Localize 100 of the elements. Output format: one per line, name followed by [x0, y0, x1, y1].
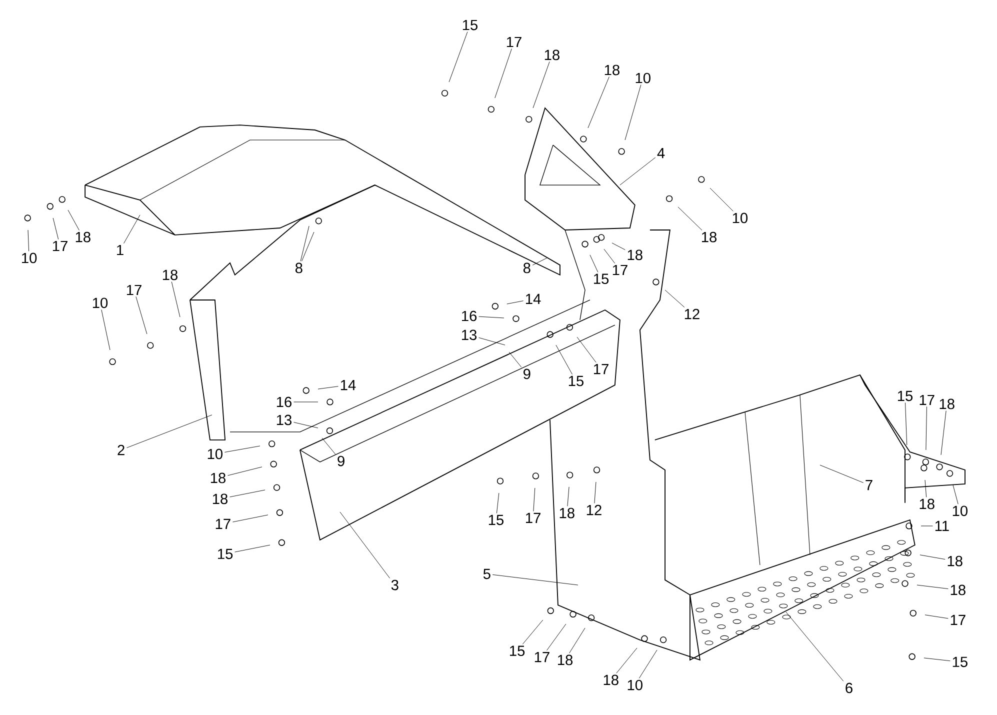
callout-number: 1 [117, 245, 124, 256]
callout-number: 17 [506, 37, 522, 48]
callout-number: 10 [732, 212, 748, 224]
leader-line [322, 438, 336, 455]
callout-number: 15 [218, 548, 233, 560]
leader-line [508, 352, 522, 368]
callout-number: 10 [952, 506, 968, 516]
callout-number: 3 [391, 580, 398, 590]
callout-number: 18 [702, 232, 717, 242]
leader-line [300, 226, 310, 262]
callout-number: 4 [657, 148, 665, 158]
leader-line [604, 248, 616, 264]
callout-number: 18 [948, 556, 962, 566]
leader-line [920, 554, 946, 560]
leader-line [924, 480, 927, 498]
callout-number: 18 [920, 498, 934, 510]
leader-line [786, 612, 844, 682]
callout-number: 2 [118, 444, 124, 456]
leader-line [556, 344, 572, 375]
callout-number: 14 [340, 380, 356, 390]
callout-number: 18 [210, 472, 226, 484]
leader-line [126, 414, 212, 448]
leader-line [232, 514, 268, 522]
callout-number: 18 [950, 584, 966, 596]
callout-number: 15 [462, 20, 478, 30]
leader-line [492, 574, 578, 586]
leader-line [448, 32, 468, 82]
leader-line [533, 488, 536, 512]
leader-line [318, 386, 338, 390]
leader-line [506, 300, 524, 304]
callout-number: 15 [952, 656, 968, 668]
callout-number: 16 [462, 310, 477, 322]
callout-number: 5 [483, 568, 490, 580]
callout-number: 18 [212, 494, 228, 504]
callout-number: 8 [523, 262, 530, 274]
leader-line [616, 648, 638, 674]
leader-line [224, 446, 260, 453]
leader-line [624, 84, 642, 140]
callout-number: 6 [846, 682, 852, 694]
leader-line [638, 650, 658, 679]
leader-line [940, 410, 946, 456]
leader-line [522, 620, 544, 644]
leader-line [302, 232, 314, 262]
leader-line [496, 492, 500, 514]
callout-number: 7 [866, 480, 872, 490]
leader-line [546, 624, 566, 651]
callout-number: 10 [92, 298, 108, 308]
callout-number: 18 [560, 508, 574, 518]
callout-number: 15 [568, 376, 584, 386]
callout-number: 10 [22, 252, 37, 264]
callout-number: 17 [612, 265, 628, 276]
leader-line [678, 206, 702, 231]
callout-number: 13 [462, 330, 477, 340]
leader-line [926, 406, 927, 450]
leader-line [230, 490, 266, 498]
leader-line [612, 242, 626, 250]
leader-line [924, 614, 948, 619]
leader-line [905, 402, 908, 446]
callout-number: 10 [208, 448, 222, 460]
callout-number: 12 [684, 308, 700, 320]
callout-number: 13 [276, 414, 292, 426]
leader-line [494, 48, 512, 98]
leader-line [569, 628, 586, 654]
leader-line [590, 254, 598, 272]
callout-number: 17 [52, 241, 68, 252]
callout-number: 15 [510, 646, 525, 656]
leader-line [478, 316, 504, 318]
callout-number: 18 [940, 398, 954, 410]
callout-number: 10 [628, 680, 642, 690]
leader-line [532, 258, 548, 266]
callout-number: 17 [950, 614, 966, 626]
callout-number: 15 [898, 390, 913, 402]
leader-line [340, 512, 390, 579]
leader-line [567, 486, 570, 507]
callout-number: 18 [544, 50, 560, 60]
leader-line [101, 310, 110, 350]
leader-line [171, 282, 180, 318]
leader-line [294, 422, 318, 428]
leader-line [532, 62, 550, 108]
leader-line [916, 584, 948, 590]
callout-number: 9 [524, 368, 530, 380]
leader-line [124, 214, 140, 244]
leader-line [478, 337, 506, 346]
leader-line [664, 290, 685, 308]
callout-number: 18 [604, 64, 620, 76]
leader-line [710, 188, 734, 212]
leader-line [924, 658, 950, 662]
callout-number: 11 [935, 521, 949, 532]
callout-number: 17 [920, 395, 934, 406]
callout-number: 12 [586, 504, 602, 516]
callout-number: 17 [594, 364, 608, 374]
leader-line [136, 296, 148, 334]
callout-number: 17 [126, 285, 142, 296]
callout-number: 9 [338, 456, 344, 466]
callout-number: 18 [604, 674, 618, 686]
callout-number: 15 [488, 514, 504, 526]
callout-number: 18 [162, 270, 178, 280]
leader-line [820, 464, 864, 484]
callout-number: 14 [526, 294, 541, 304]
leader-line [234, 544, 270, 552]
